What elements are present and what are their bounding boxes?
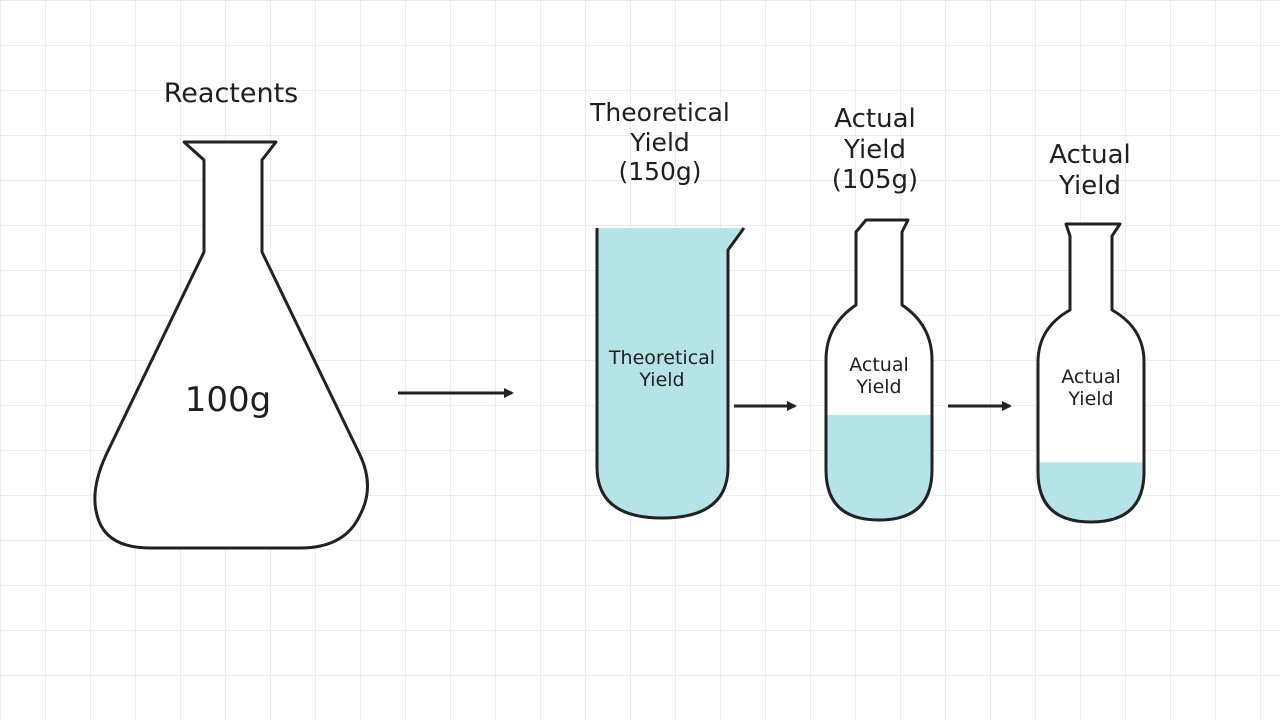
theoretical-heading-line3: (150g) <box>618 157 702 186</box>
actual-tube-2 <box>1038 224 1144 522</box>
reactants-heading-text: Reactents <box>163 78 299 109</box>
theoretical-liquid <box>597 228 744 518</box>
actual-1-inner-line2: Yield <box>856 376 902 399</box>
reactants-flask <box>93 140 369 550</box>
theoretical-inner-label: Theoretical Yield <box>592 347 732 392</box>
theoretical-beaker <box>595 227 746 520</box>
theoretical-inner-line2: Yield <box>639 369 685 392</box>
actual-1-heading: Actual Yield (105g) <box>800 104 950 196</box>
actual-2-heading-line1: Actual <box>1049 140 1131 170</box>
actual-2-inner-line2: Yield <box>1068 388 1114 411</box>
actual-1-liquid <box>826 415 932 520</box>
actual-1-heading-line3: (105g) <box>831 165 919 196</box>
actual-2-heading-line2: Yield <box>1059 170 1121 201</box>
theoretical-heading-line2: Yield <box>630 127 690 157</box>
actual-1-heading-line1: Actual <box>834 104 916 134</box>
actual-2-inner-line1: Actual <box>1061 366 1121 388</box>
reactants-heading: Reactents <box>121 78 341 110</box>
theoretical-heading-line1: Theoretical <box>590 98 730 127</box>
actual-2-inner-label: Actual Yield <box>1031 366 1151 411</box>
actual-1-inner-label: Actual Yield <box>819 354 939 399</box>
reactants-mass-text: 100g <box>184 380 272 420</box>
actual-1-inner-line1: Actual <box>849 354 909 376</box>
theoretical-heading: Theoretical Yield (150g) <box>560 98 760 187</box>
actual-2-heading: Actual Yield <box>1015 140 1165 201</box>
reactants-mass: 100g <box>148 380 308 420</box>
actual-1-heading-line2: Yield <box>844 134 906 165</box>
theoretical-inner-line1: Theoretical <box>608 347 716 369</box>
